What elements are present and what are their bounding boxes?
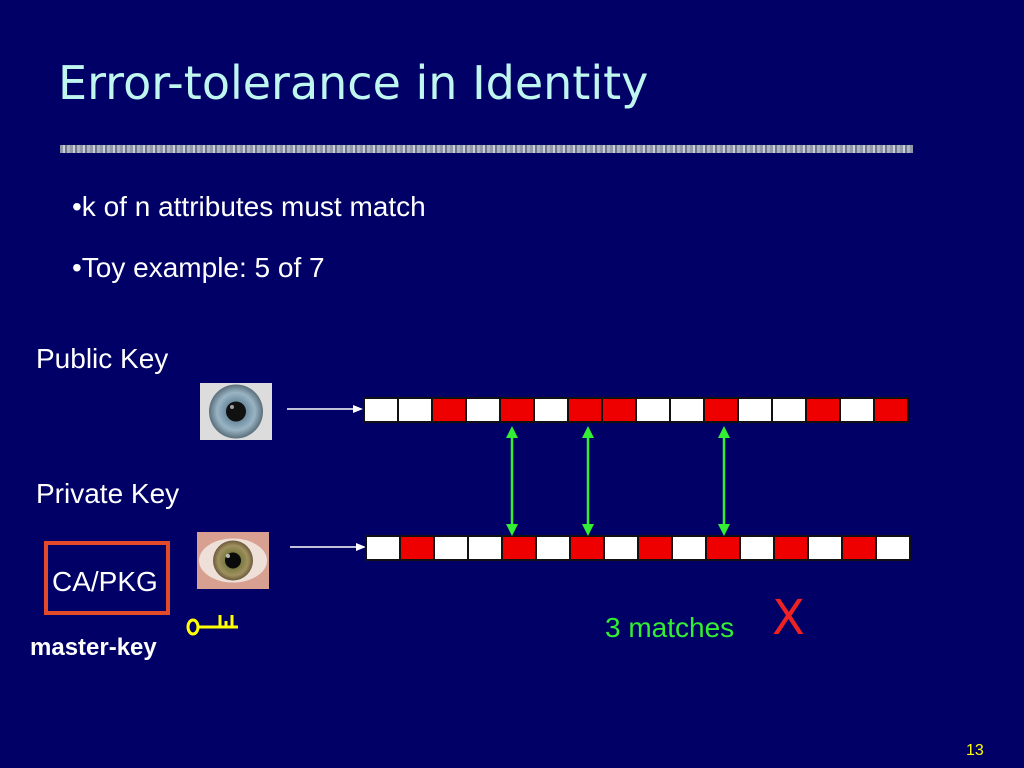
public-connector-arrow [287,405,363,413]
attribute-cell-white [739,399,771,421]
attribute-cell-red [807,399,839,421]
attribute-cell-red [775,537,807,559]
attribute-cell-white [367,537,399,559]
master-key-label: master-key [30,634,157,661]
attribute-cell-white [841,399,873,421]
attribute-cell-white [365,399,397,421]
attribute-cell-red [501,399,533,421]
page-number: 13 [966,742,984,759]
attribute-cell-red [639,537,671,559]
attribute-cell-red [875,399,907,421]
attribute-cell-red [843,537,875,559]
title-divider [60,145,913,153]
attribute-cell-red [571,537,603,559]
attribute-cell-white [877,537,909,559]
attribute-cell-white [809,537,841,559]
attribute-cell-red [707,537,739,559]
private-attribute-row [365,535,911,561]
public-key-label: Public Key [36,343,169,374]
attribute-cell-white [467,399,499,421]
attribute-cell-white [671,399,703,421]
slide-title: Error-tolerance in Identity [58,56,649,110]
public-attribute-row [363,397,909,423]
attribute-cell-white [637,399,669,421]
public-iris-eye-icon [200,383,272,440]
attribute-cell-white [673,537,705,559]
ca-pkg-box [44,541,170,615]
fail-x-mark: X [772,590,805,646]
attribute-cell-red [401,537,433,559]
attribute-cell-white [469,537,501,559]
attribute-cell-red [433,399,465,421]
attribute-cell-red [705,399,737,421]
private-connector-arrow [290,543,366,551]
bullet-item: •Toy example: 5 of 7 [72,252,325,283]
attribute-cell-red [603,399,635,421]
bullet-item: •k of n attributes must match [72,191,426,222]
match-arrows [506,426,730,536]
attribute-cell-white [741,537,773,559]
attribute-cell-white [537,537,569,559]
attribute-cell-white [535,399,567,421]
attribute-cell-red [503,537,535,559]
private-iris-eye-icon [197,532,269,589]
matches-count-label: 3 matches [605,612,735,643]
attribute-cell-white [399,399,431,421]
attribute-cell-white [605,537,637,559]
attribute-cell-white [773,399,805,421]
key-icon [186,615,238,636]
match-arrow [718,426,730,536]
attribute-cell-red [569,399,601,421]
ca-pkg-label: CA/PKG [52,566,158,597]
match-arrow [582,426,594,536]
attribute-cell-white [435,537,467,559]
match-arrow [506,426,518,536]
private-key-label: Private Key [36,478,180,509]
